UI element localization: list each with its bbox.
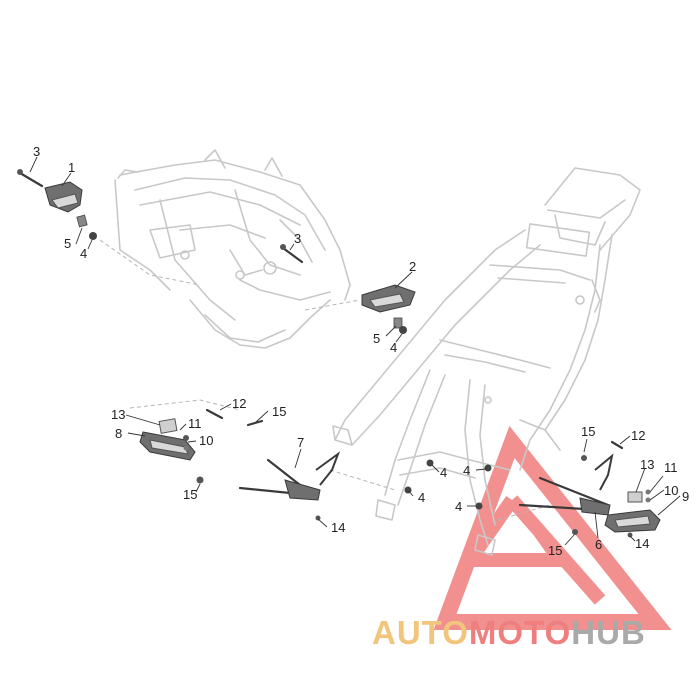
watermark-auto: AUTO	[372, 614, 469, 651]
callout-6: 6	[595, 537, 602, 552]
callout-12-left: 12	[232, 396, 246, 411]
callout-12-right: 12	[631, 428, 645, 443]
engine-frame-sketch	[99, 149, 361, 349]
callout-4-mid: 4	[390, 340, 397, 355]
watermark-moto: MOTO	[468, 614, 572, 651]
watermark-hub: HUB	[571, 614, 646, 651]
callout-11-right: 11	[664, 460, 678, 475]
callout-4-frame-b: 4	[418, 490, 425, 505]
footpeg-2	[361, 284, 416, 334]
frame-nuts	[404, 459, 492, 510]
bolt-mid	[280, 244, 304, 264]
callouts: 3 1 5 4 3 2 5 4 13 12 15 11 8 10 7 15 14…	[33, 144, 689, 558]
callout-13-left: 13	[111, 407, 125, 422]
leader-lines	[29, 156, 681, 546]
callout-4-frame-c: 4	[463, 463, 470, 478]
callout-3-top-left: 3	[33, 144, 40, 159]
rear-frame-sketch	[329, 167, 641, 556]
callout-4-frame-d: 4	[455, 499, 462, 514]
watermark-logo: AUTOMOTOHUB	[372, 616, 646, 649]
right-footpeg-assembly	[518, 440, 661, 538]
watermark-triangle	[433, 425, 672, 630]
callout-5-mid: 5	[373, 331, 380, 346]
callout-15-right-bottom: 15	[548, 543, 562, 558]
callout-2: 2	[409, 259, 416, 274]
callout-9: 9	[682, 489, 689, 504]
callout-1: 1	[68, 160, 75, 175]
callout-4-left: 4	[80, 246, 87, 261]
left-footpeg-assembly	[129, 399, 264, 484]
callout-3-mid: 3	[294, 231, 301, 246]
callout-5-left: 5	[64, 236, 71, 251]
callout-15-left-top: 15	[272, 404, 286, 419]
callout-7: 7	[297, 435, 304, 450]
callout-15-left-bottom: 15	[183, 487, 197, 502]
callout-15-right-top: 15	[581, 424, 595, 439]
callout-14-right: 14	[635, 536, 649, 551]
callout-11-left: 11	[188, 416, 202, 431]
callout-8: 8	[115, 426, 122, 441]
callout-4-frame-a: 4	[440, 465, 447, 480]
footpeg-upper-left	[17, 169, 97, 240]
callout-10-right: 10	[664, 483, 678, 498]
callout-14-left: 14	[331, 520, 345, 535]
callout-10-left: 10	[199, 433, 213, 448]
left-bracket-assembly	[238, 451, 341, 521]
callout-13-right: 13	[640, 457, 654, 472]
